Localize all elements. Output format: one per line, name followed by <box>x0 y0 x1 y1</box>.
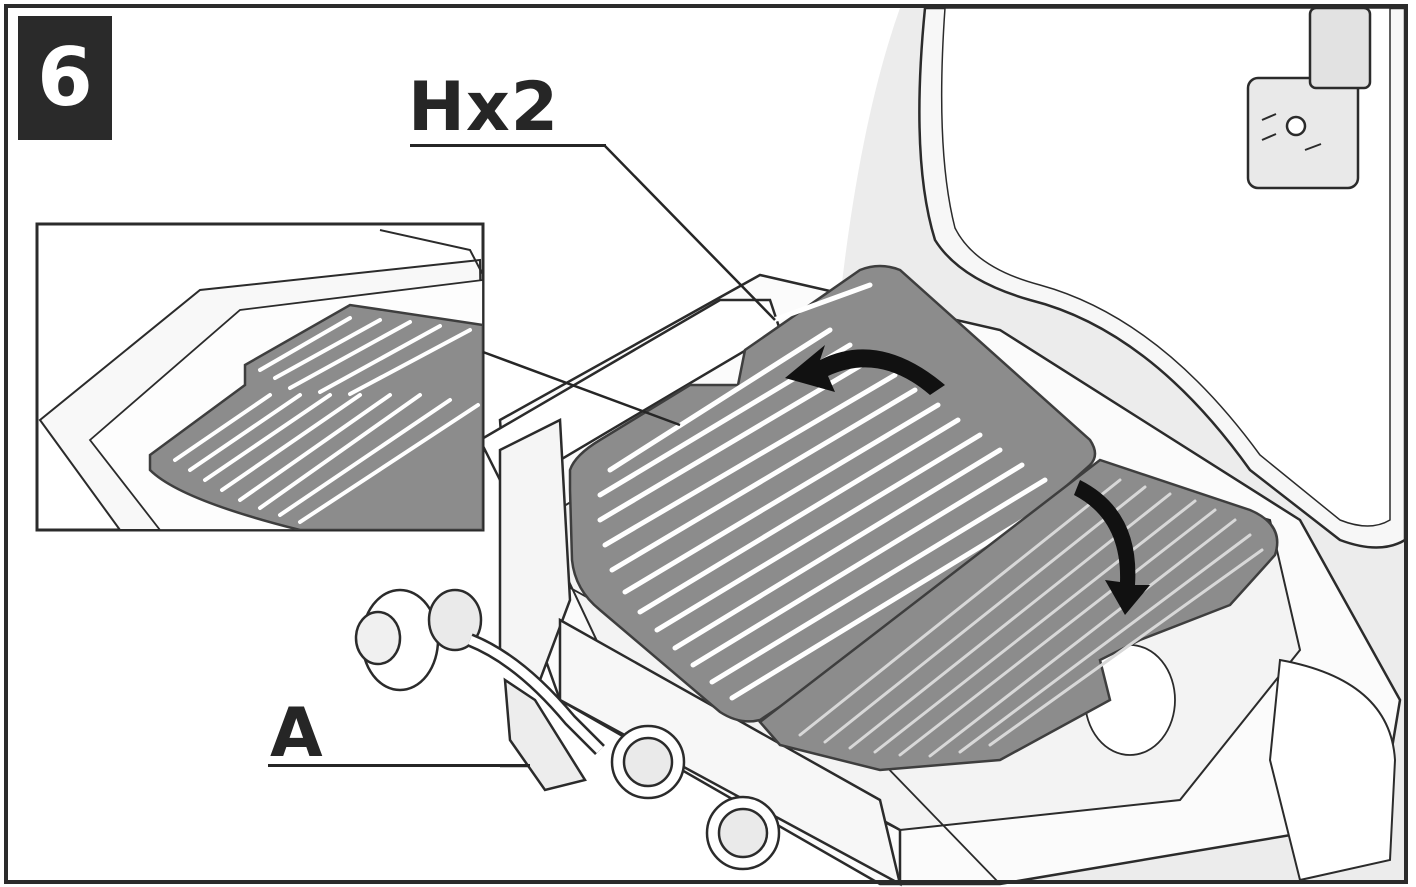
inset-leader-line <box>482 350 681 427</box>
flip-down-arrow-icon <box>1074 480 1150 615</box>
cooking-grate-secondary <box>758 458 1279 772</box>
grill-lid <box>918 6 1407 549</box>
control-knobs <box>558 617 902 887</box>
part-label-h: Hx2 <box>408 68 560 147</box>
rotate-arrow-icon <box>785 345 945 395</box>
gas-regulator <box>354 588 605 792</box>
left-side-table <box>478 298 782 682</box>
hx2-underline <box>410 144 606 147</box>
step-number-badge: 6 <box>18 16 112 140</box>
a-underline <box>268 764 530 767</box>
hx2-leader-diagonal <box>604 145 776 321</box>
part-label-a: A <box>270 694 324 773</box>
cooking-grate-main <box>568 264 1097 723</box>
detail-inset <box>35 222 485 532</box>
